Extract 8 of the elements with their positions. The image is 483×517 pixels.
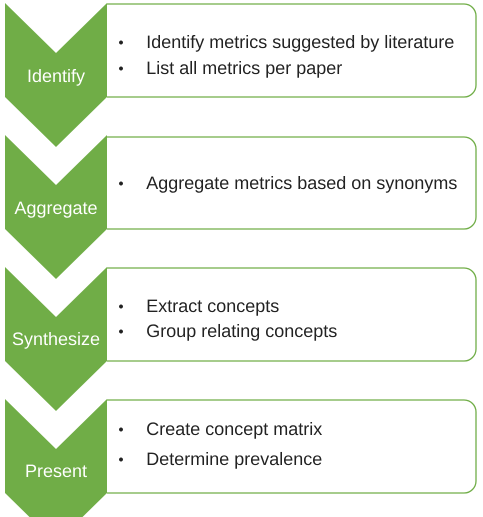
chevron-step: Present bbox=[5, 399, 107, 517]
list-box: Extract concepts Group relating concepts bbox=[107, 267, 477, 362]
list-box: Identify metrics suggested by literature List all metrics per paper bbox=[107, 3, 477, 98]
chevron-step: Synthesize bbox=[5, 267, 107, 411]
chevron-step: Aggregate bbox=[5, 135, 107, 279]
list-box: Create concept matrix Determine prevalence bbox=[107, 399, 477, 494]
chevron-step: Identify bbox=[5, 3, 107, 147]
list-box: Aggregate metrics based on synonyms bbox=[107, 136, 477, 230]
